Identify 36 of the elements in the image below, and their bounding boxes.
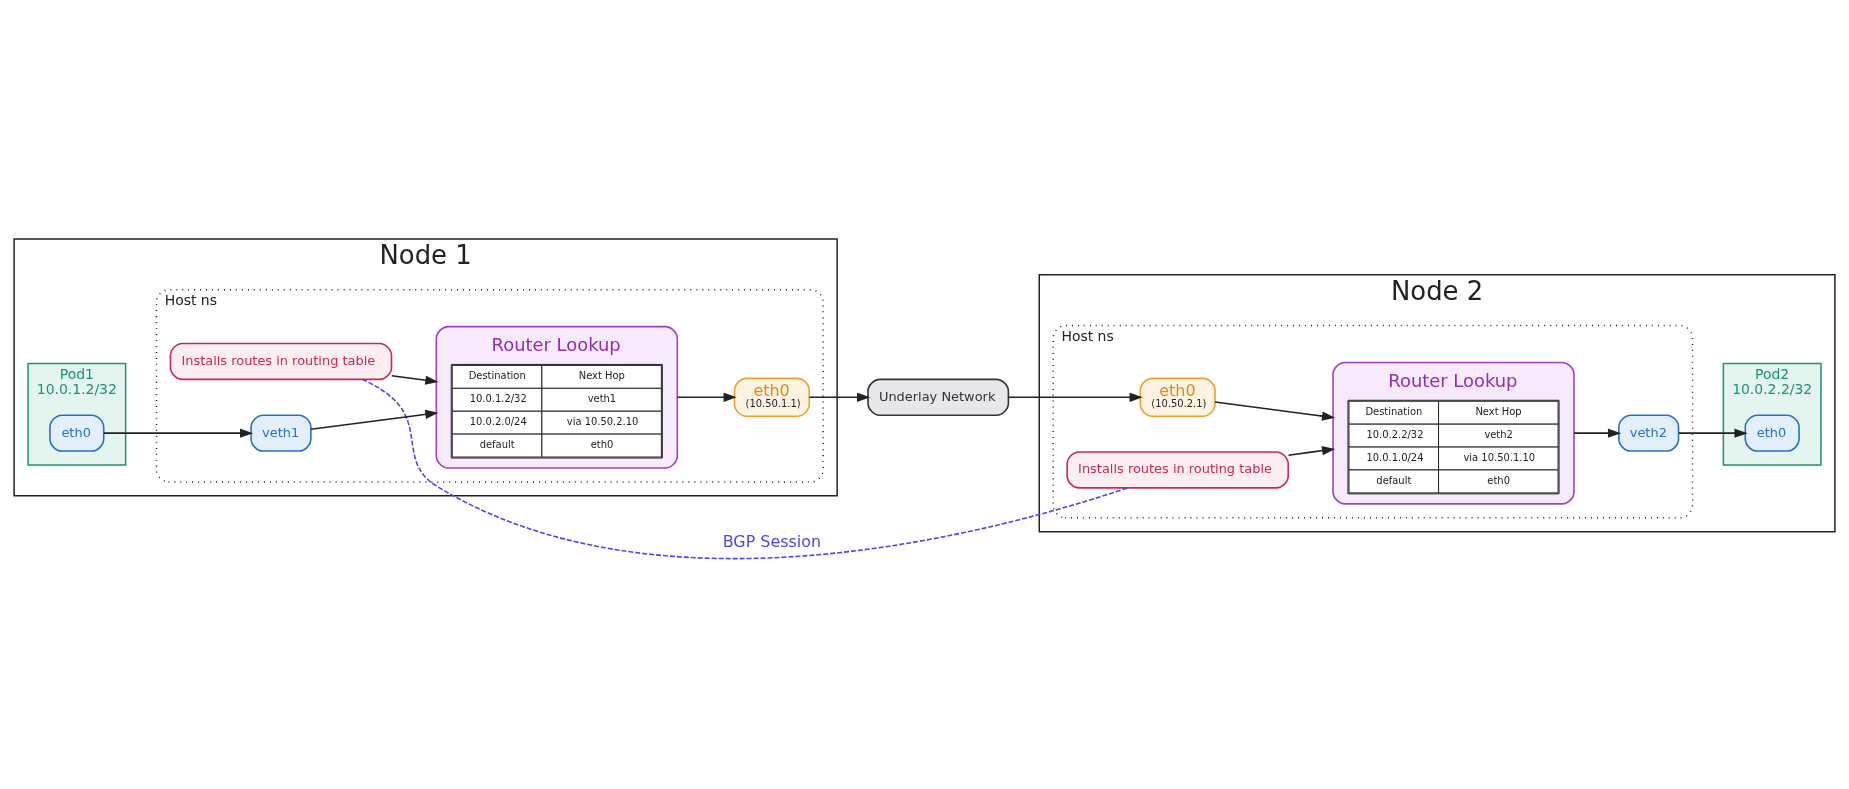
node-box: eth0 (10.50.1.1) [733,377,811,417]
arrow [1287,445,1336,456]
label: eth0 [1487,474,1511,486]
node-box: eth0 (10.50.2.1) [1139,377,1216,417]
label: Destination [468,369,526,381]
label: Destination [1365,405,1423,417]
edge-label: BGP Session [722,531,822,551]
arrow [103,428,254,438]
node-box: Installs routes in routing table [169,342,393,380]
node-box: Installs routes in routing table [1066,450,1289,489]
label: veth2 [1484,428,1513,440]
label: 10.0.1.2/32 [469,392,527,404]
node-box: veth1 [250,413,312,452]
label: via 10.50.2.10 [566,415,639,427]
arrow [1007,392,1143,402]
node-box: eth0 [1744,413,1800,452]
arrow [390,374,439,385]
arrow [808,392,871,402]
arrow [1573,428,1622,438]
label: eth0 [590,438,614,450]
node-box: veth2 [1618,413,1680,452]
label: Next Hop [578,369,625,381]
label: default [1376,474,1412,486]
label: veth1 [587,392,617,404]
arrow [1678,428,1748,438]
label: 10.0.2.0/24 [469,415,527,427]
arrow [676,392,737,402]
label: 10.0.1.0/24 [1366,451,1424,463]
arrow [310,409,439,430]
node-box: Underlay Network [867,378,1010,416]
node-box: eth0 [49,413,105,452]
label: 10.0.2.2/32 [1366,428,1424,440]
arrow [1214,400,1336,421]
label: Next Hop [1475,405,1522,417]
label: default [479,438,515,450]
label: via 10.50.1.10 [1463,451,1536,463]
